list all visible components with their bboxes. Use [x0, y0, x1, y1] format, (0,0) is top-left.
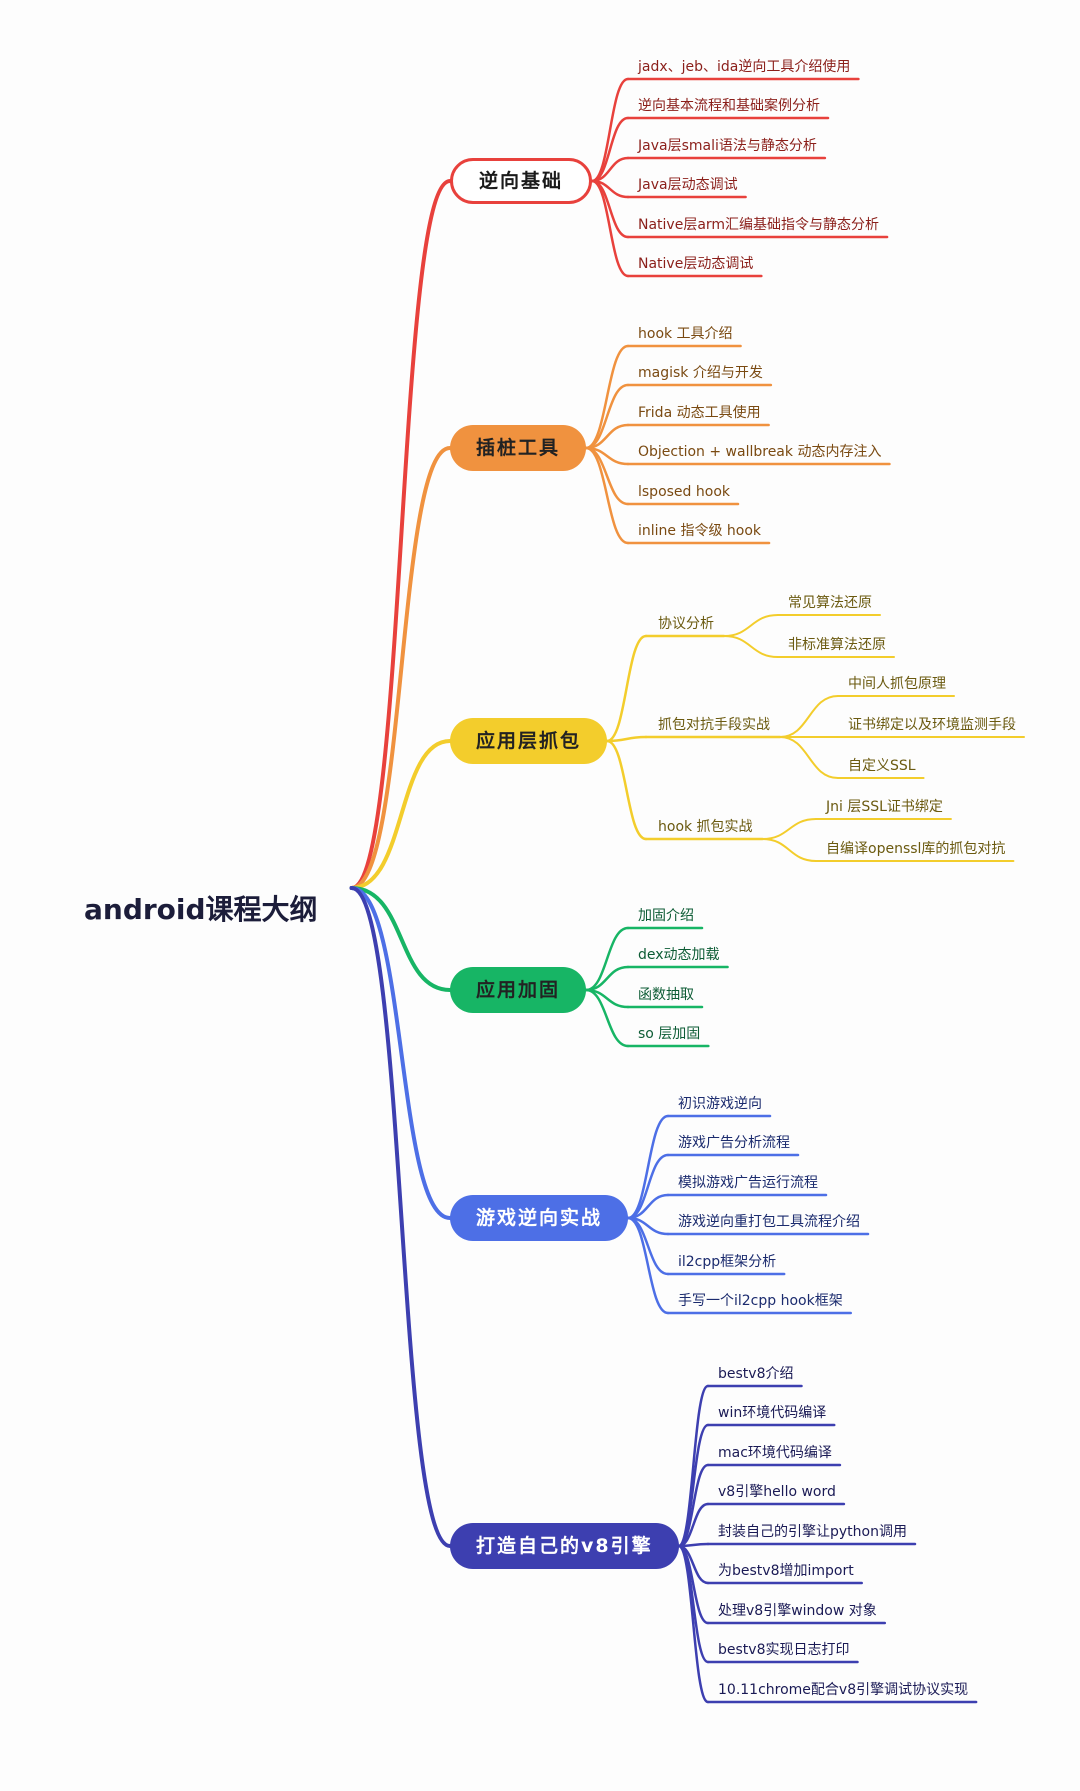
root-connector-2 [349, 739, 452, 890]
leaf-hook-4[interactable]: Objection + wallbreak 动态内存注入 [638, 444, 882, 460]
leaf-v8-7[interactable]: 处理v8引擎window 对象 [718, 1603, 877, 1619]
leaf-common-algorithm[interactable]: 常见算法还原 [788, 595, 872, 611]
leaf-game-5[interactable]: il2cpp框架分析 [678, 1254, 777, 1270]
root-title: android课程大纲 [84, 893, 318, 926]
leaf-reverse-4[interactable]: Java层动态调试 [638, 177, 738, 193]
leaf-harden-1[interactable]: 加固介绍 [638, 908, 694, 924]
branch-reverse-basics[interactable]: 逆向基础 [450, 158, 593, 204]
branch-instrumentation-tools[interactable]: 插桩工具 [450, 425, 587, 471]
leaf-connector-0-0 [590, 77, 630, 183]
leaf-hook-5[interactable]: lsposed hook [638, 484, 730, 500]
leaf-reverse-1[interactable]: jadx、jeb、ida逆向工具介绍使用 [638, 59, 851, 75]
leaf-connector-1-1 [584, 383, 630, 450]
leaf-hook-2[interactable]: magisk 介绍与开发 [638, 365, 763, 381]
leaf-connector-1-0 [584, 344, 630, 450]
leaf-v8-6[interactable]: 为bestv8增加import [718, 1563, 854, 1579]
leaf-v8-5[interactable]: 封装自己的引擎让python调用 [718, 1524, 907, 1540]
leaf-connector-1-5 [584, 446, 630, 545]
leaf-v8-1[interactable]: bestv8介绍 [718, 1366, 794, 1382]
leaf-harden-2[interactable]: dex动态加载 [638, 947, 720, 963]
leaf-v8-4[interactable]: v8引擎hello word [718, 1484, 836, 1500]
leaf-reverse-5[interactable]: Native层arm汇编基础指令与静态分析 [638, 217, 880, 233]
leaf-openssl-countermeasure[interactable]: 自编译openssl库的抓包对抗 [826, 841, 1006, 857]
leaf-jni-ssl-pinning[interactable]: Jni 层SSL证书绑定 [826, 799, 943, 815]
leaf-harden-4[interactable]: so 层加固 [638, 1026, 701, 1042]
leaf-connector-3-3 [584, 988, 630, 1048]
leaf-v8-3[interactable]: mac环境代码编译 [718, 1445, 832, 1461]
leaf-v8-9[interactable]: 10.11chrome配合v8引擎调试协议实现 [718, 1682, 969, 1698]
branch-app-packet-capture[interactable]: 应用层抓包 [450, 718, 608, 764]
leaf-v8-2[interactable]: win环境代码编译 [718, 1405, 827, 1421]
leaf-game-1[interactable]: 初识游戏逆向 [678, 1096, 762, 1112]
branch-app-hardening[interactable]: 应用加固 [450, 967, 587, 1013]
leaf-game-3[interactable]: 模拟游戏广告运行流程 [678, 1175, 818, 1191]
leaf-reverse-6[interactable]: Native层动态调试 [638, 256, 754, 272]
sub-hook-capture[interactable]: hook 抓包实战 [658, 819, 753, 835]
leaf-connector-3-0 [584, 926, 630, 992]
leaf-connector-5-8 [677, 1544, 710, 1704]
leaf-game-2[interactable]: 游戏广告分析流程 [678, 1135, 790, 1151]
root-connector-5 [349, 886, 452, 1548]
sub-connector-0 [605, 634, 648, 743]
leaf-game-6[interactable]: 手写一个il2cpp hook框架 [678, 1293, 843, 1309]
leaf-connector-4-1 [626, 1153, 670, 1220]
leaf-connector-0-5 [590, 179, 630, 278]
root-connector-0 [349, 179, 452, 890]
subleaf-connector-2-1 [761, 838, 817, 862]
leaf-connector-4-5 [626, 1216, 670, 1315]
leaf-game-4[interactable]: 游戏逆向重打包工具流程介绍 [678, 1214, 860, 1230]
sub-connector-1 [605, 735, 648, 743]
sub-protocol-analysis[interactable]: 协议分析 [658, 616, 714, 632]
root-connector-1 [349, 446, 452, 890]
leaf-hook-3[interactable]: Frida 动态工具使用 [638, 405, 761, 421]
root-connector-3 [349, 886, 452, 992]
subleaf-connector-1-2 [779, 736, 839, 779]
leaf-harden-3[interactable]: 函数抽取 [638, 987, 694, 1003]
leaf-reverse-3[interactable]: Java层smali语法与静态分析 [638, 138, 817, 154]
subleaf-connector-0-1 [723, 635, 779, 658]
leaf-v8-8[interactable]: bestv8实现日志打印 [718, 1642, 850, 1658]
sub-capture-countermeasures[interactable]: 抓包对抗手段实战 [658, 717, 770, 733]
leaf-nonstandard-algorithm[interactable]: 非标准算法还原 [788, 637, 886, 653]
leaf-hook-1[interactable]: hook 工具介绍 [638, 326, 733, 342]
subleaf-connector-0-0 [723, 614, 779, 637]
leaf-reverse-2[interactable]: 逆向基本流程和基础案例分析 [638, 98, 820, 114]
leaf-connector-4-0 [626, 1114, 670, 1220]
branch-v8-engine[interactable]: 打造自己的v8引擎 [450, 1523, 679, 1569]
sub-connector-2 [605, 739, 648, 841]
branch-game-reverse[interactable]: 游戏逆向实战 [450, 1195, 629, 1241]
subleaf-connector-1-0 [779, 695, 839, 738]
leaf-cert-pinning[interactable]: 证书绑定以及环境监测手段 [848, 717, 1016, 733]
leaf-custom-ssl[interactable]: 自定义SSL [848, 758, 916, 774]
leaf-hook-6[interactable]: inline 指令级 hook [638, 523, 762, 539]
subleaf-connector-2-0 [761, 818, 817, 840]
root-connector-4 [349, 886, 452, 1220]
leaf-mitm-principle[interactable]: 中间人抓包原理 [848, 676, 946, 692]
